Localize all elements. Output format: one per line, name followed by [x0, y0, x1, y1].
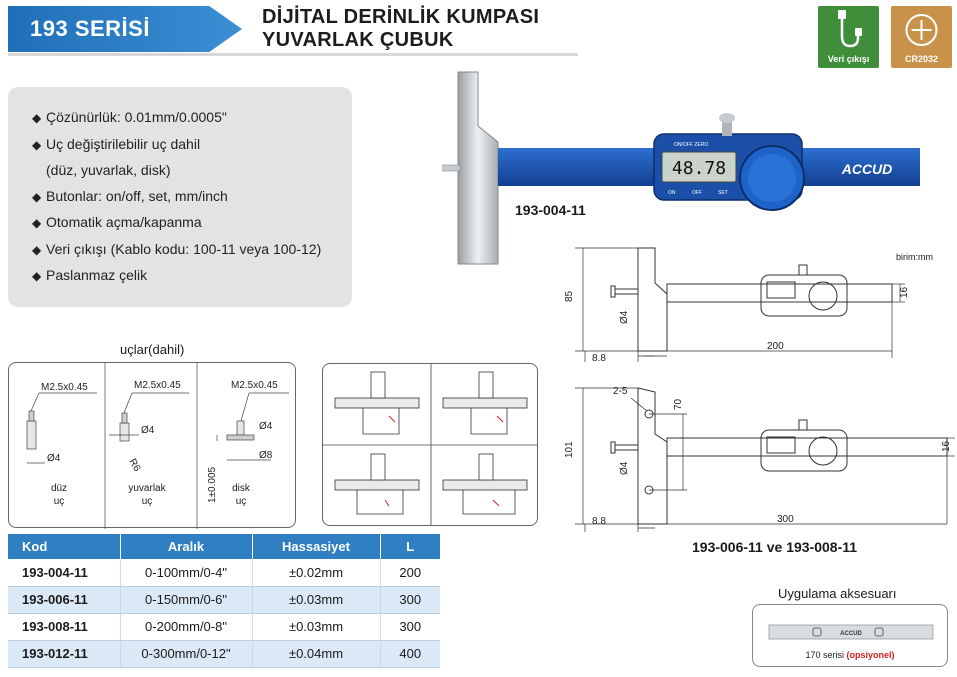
- bullet-icon: ◆: [32, 216, 42, 230]
- bullet-icon: ◆: [32, 242, 42, 257]
- display-readout: 48.78: [672, 158, 726, 179]
- battery-badge: CR2032: [891, 6, 952, 68]
- feature-item: ◆Paslanmaz çelik: [32, 263, 352, 290]
- disk-tolerance: 1±0.005: [207, 466, 218, 503]
- caliper-product-image: 48.78 ON/OFF ZERO ON OFF SET ACCUD: [442, 71, 920, 265]
- dim-2-5: 2-5: [613, 386, 628, 397]
- feature-item: ◆Veri çıkışı (Kablo kodu: 100-11 veya 10…: [32, 237, 352, 264]
- dim-70: 70: [673, 398, 684, 410]
- header-divider: [8, 53, 578, 56]
- drawing-large-model: 2-5 70 101 Ø4 8.8 300 16: [564, 386, 955, 532]
- feature-item: ◆Uç değiştirilebilir uç dahil: [32, 132, 352, 159]
- title-line-2: YUVARLAK ÇUBUK: [262, 29, 454, 51]
- disk-thread: M2.5x0.45: [231, 380, 278, 391]
- bullet-icon: ◆: [32, 189, 42, 204]
- dim-dia-4: Ø4: [619, 310, 630, 324]
- page-title: DİJİTAL DERİNLİK KUMPASI YUVARLAK ÇUBUK: [262, 6, 539, 52]
- feature-item: (düz, yuvarlak, disk): [46, 162, 171, 178]
- series-banner: 193 SERİSİ: [8, 6, 242, 52]
- feature-item: ◆Otomatik açma/kapanma: [32, 210, 352, 237]
- dim-85: 85: [564, 290, 575, 302]
- accessory-title: Uygulama aksesuarı: [778, 586, 897, 601]
- feature-list: ◆Çözünürlük: 0.01mm/0.0005" ◆Uç değiştir…: [8, 87, 352, 307]
- round-dia: Ø4: [141, 425, 155, 436]
- drawing-models-label: 193-006-11 ve 193-008-11: [692, 539, 858, 555]
- optional-label: (opsiyonel): [846, 650, 895, 660]
- tips-title: uçlar(dahil): [120, 342, 185, 357]
- dim-8-8: 8.8: [592, 353, 606, 364]
- bullet-icon: ◆: [32, 137, 42, 152]
- dim-101: 101: [564, 441, 575, 458]
- header-code: Kod: [8, 534, 120, 559]
- right-button-label: SET: [718, 190, 728, 196]
- dim-16: 16: [941, 440, 952, 452]
- header-length: L: [379, 534, 440, 559]
- usb-cable-icon: [838, 10, 862, 48]
- mid-button-label: OFF: [692, 190, 702, 196]
- feature-item: ◆Çözünürlük: 0.01mm/0.0005": [32, 105, 352, 132]
- accessory-brand: ACCUD: [840, 631, 862, 637]
- disk-dia-large: Ø8: [259, 450, 273, 461]
- accessory-panel: ACCUD 170 serisi (opsiyonel): [752, 604, 948, 667]
- series-label: 193 SERİSİ: [30, 16, 150, 41]
- product-model-label: 193-004-11: [515, 202, 586, 218]
- round-thread: M2.5x0.45: [134, 380, 181, 391]
- left-button-label: ON: [668, 190, 676, 196]
- drawing-small-model: 85 8.8 Ø4 200 16: [564, 247, 910, 364]
- flat-dia: Ø4: [47, 453, 61, 464]
- bullet-icon: ◆: [32, 111, 42, 125]
- dim-200: 200: [767, 341, 784, 352]
- disk-dia-small: Ø4: [259, 421, 273, 432]
- header-accuracy: Hassasiyet: [251, 534, 380, 559]
- data-output-badge: Veri çıkışı: [818, 6, 879, 68]
- unit-label: birim:mm: [896, 252, 933, 262]
- brand-logo: ACCUD: [841, 161, 893, 177]
- data-output-label: Veri çıkışı: [827, 54, 870, 64]
- table-header-row: Kod Aralık Hassasiyet L: [8, 534, 440, 559]
- title-line-1: DİJİTAL DERİNLİK KUMPASI: [262, 6, 540, 28]
- measurement-examples-panel: [322, 363, 538, 526]
- battery-coin-icon: [905, 14, 938, 46]
- dim-dia-4: Ø4: [619, 461, 630, 475]
- flat-thread: M2.5x0.45: [41, 382, 88, 393]
- bullet-icon: ◆: [32, 269, 42, 283]
- dim-300: 300: [777, 514, 794, 525]
- accessory-caption: 170 serisi (opsiyonel): [805, 650, 895, 660]
- top-button-label: ON/OFF ZERO: [674, 142, 708, 148]
- dim-16: 16: [899, 286, 910, 298]
- accessory-image: ACCUD: [768, 624, 934, 640]
- dim-8-8: 8.8: [592, 516, 606, 527]
- tips-drawing: M2.5x0.45 Ø4 M2.5x0.45 Ø4 R6 M2.5x0.45 Ø…: [26, 363, 289, 529]
- feature-item: ◆Butonlar: on/off, set, mm/inch: [32, 184, 352, 211]
- measurement-examples-drawing: [323, 364, 537, 525]
- round-radius: R6: [126, 457, 142, 474]
- header-range: Aralık: [119, 534, 252, 559]
- tips-panel: M2.5x0.45 Ø4 M2.5x0.45 Ø4 R6 M2.5x0.45 Ø…: [8, 362, 296, 529]
- battery-label: CR2032: [904, 54, 939, 64]
